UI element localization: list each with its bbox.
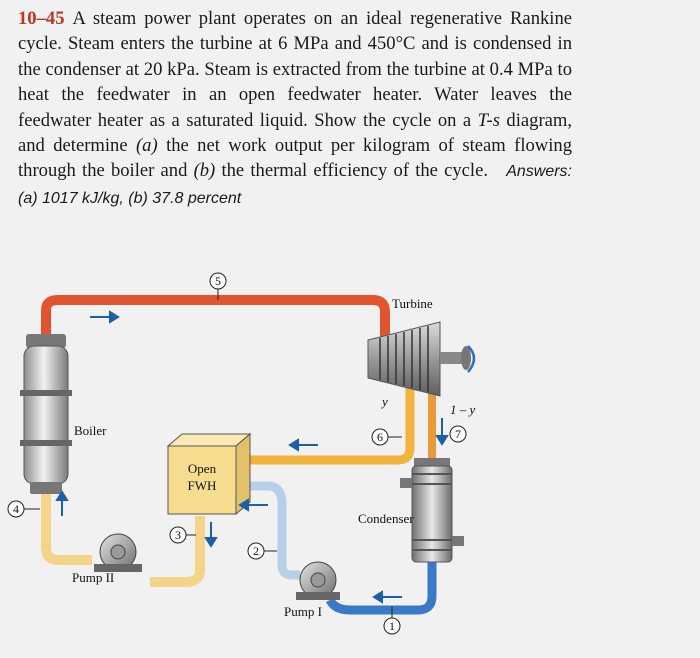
boiler-label: Boiler <box>74 423 107 438</box>
boiler: Boiler <box>20 334 107 494</box>
fwh-label-line2: FWH <box>188 478 217 493</box>
ts-diagram-label: T-s <box>477 109 500 131</box>
flow-arrows <box>55 310 449 604</box>
state-5-label: 5 <box>215 274 221 288</box>
arrow-down-icon <box>204 522 218 548</box>
state-4-label: 4 <box>13 502 19 516</box>
state-2-marker: 2 <box>247 542 277 560</box>
problem-text-main: A steam power plant operates on an ideal… <box>18 8 572 131</box>
pipe-network <box>41 295 437 615</box>
state-6-label: 6 <box>377 430 383 444</box>
answers: Answers: (a) 1017 kJ/kg, (b) 37.8 percen… <box>18 163 572 206</box>
state-7-label: 7 <box>455 427 461 441</box>
pump1-label: Pump I <box>284 604 322 619</box>
pipe-boiler-to-turbine <box>41 295 390 350</box>
pipe-fwh-to-pump2 <box>150 516 205 587</box>
condenser-label: Condenser <box>358 511 414 526</box>
state-markers: 5 6 7 4 3 2 1 <box>7 272 467 635</box>
arrow-up-icon <box>55 490 69 516</box>
y-label: y <box>380 394 388 409</box>
arrow-left-icon <box>372 590 402 604</box>
part-a-text: the net work output per kilogram of stea… <box>18 135 572 182</box>
regenerative-rankine-schematic: Boiler Turbine y 1 – y Open FWH <box>7 272 476 635</box>
turbine: Turbine y 1 – y <box>367 296 476 417</box>
state-2-label: 2 <box>253 544 259 558</box>
pump2-label: Pump II <box>72 570 114 585</box>
part-a-letter: (a) <box>135 135 158 157</box>
state-6-marker: 6 <box>371 428 402 446</box>
turbine-blades <box>379 326 429 392</box>
state-3-label: 3 <box>175 528 181 542</box>
open-fwh: Open FWH <box>166 432 252 516</box>
answers-label: Answers: <box>506 163 572 181</box>
state-5-marker: 5 <box>209 272 227 300</box>
pipe-pump1-to-fwh <box>244 481 300 580</box>
state-1-label: 1 <box>389 619 395 633</box>
answer-values: (a) 1017 kJ/kg, (b) 37.8 percent <box>18 189 242 207</box>
pump-2: Pump II <box>72 533 142 585</box>
problem-number: 10–45 <box>18 8 65 29</box>
part-b-text: the thermal efficiency of the cycle. <box>215 160 488 182</box>
arrow-down-icon <box>435 418 449 446</box>
one-minus-y-label: 1 – y <box>450 402 476 417</box>
state-7-marker: 7 <box>449 425 467 443</box>
state-3-marker: 3 <box>169 526 196 544</box>
part-b-letter: (b) <box>193 160 216 182</box>
arrow-left-icon <box>288 438 318 452</box>
condenser: Condenser <box>358 458 464 563</box>
rotation-arrow-icon <box>467 345 476 373</box>
arrow-right-icon <box>90 310 120 324</box>
state-4-marker: 4 <box>7 500 40 518</box>
pipe-extraction-to-fwh <box>244 378 415 465</box>
turbine-label: Turbine <box>392 296 433 311</box>
arrow-left-icon <box>238 498 268 512</box>
fwh-label-line1: Open <box>188 461 217 476</box>
problem-text-determine: diagram, and determine <box>18 109 572 157</box>
state-1-marker: 1 <box>383 606 401 635</box>
pipe-condenser-to-pump1 <box>325 560 437 615</box>
pipe-pump2-to-boiler <box>41 478 92 565</box>
pump-1: Pump I <box>284 561 340 619</box>
